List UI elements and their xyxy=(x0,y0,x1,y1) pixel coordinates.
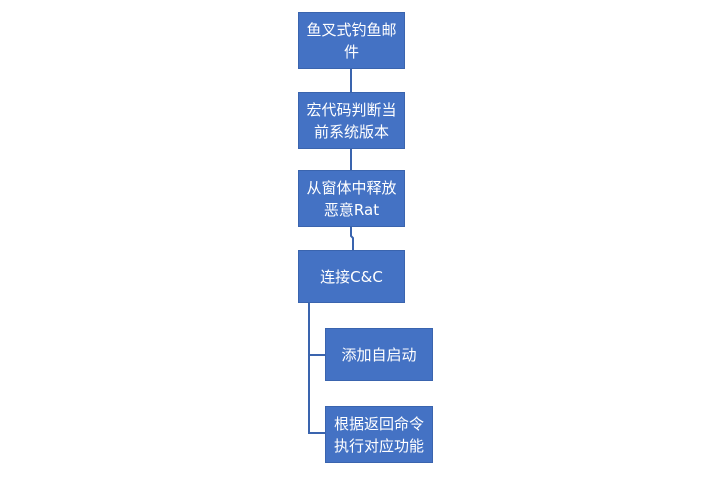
connector-n3-n4 xyxy=(350,227,354,250)
node-add-autostart: 添加自启动 xyxy=(325,328,433,381)
node-release-rat-from-form: 从窗体中释放 恶意Rat xyxy=(298,170,405,227)
connector-n4-n6 xyxy=(308,355,325,434)
node-macro-check-system-version: 宏代码判断当 前系统版本 xyxy=(298,92,405,149)
node-connect-cc: 连接C&C xyxy=(298,250,405,303)
connector-n4-n5 xyxy=(308,303,325,356)
node-spear-phishing-email: 鱼叉式钓鱼邮 件 xyxy=(298,12,405,69)
node-execute-command: 根据返回命令 执行对应功能 xyxy=(325,406,433,463)
